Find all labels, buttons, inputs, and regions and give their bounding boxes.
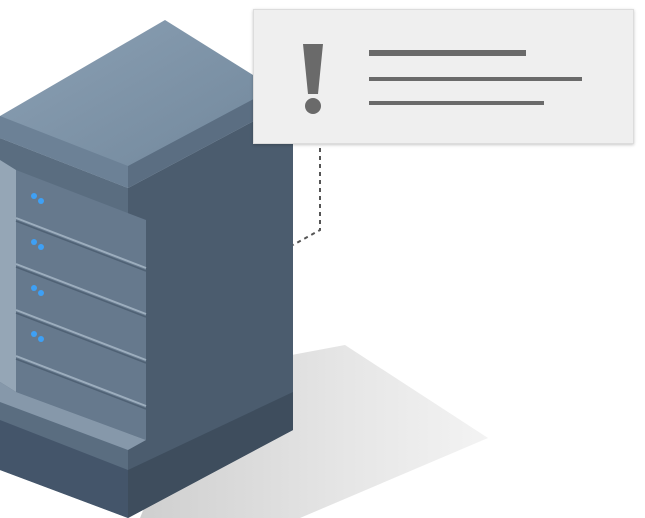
rack-bottom-lip — [0, 382, 146, 450]
placeholder-title-line — [369, 50, 526, 56]
connector-line — [292, 140, 321, 246]
drive-bays — [15, 217, 147, 407]
led-2b — [38, 244, 44, 250]
exclamation-icon — [303, 44, 323, 114]
rack-top-side-bevel — [128, 78, 293, 188]
rack-front-lip — [0, 160, 16, 392]
led-4b — [38, 336, 44, 342]
placeholder-text-line — [369, 77, 582, 81]
rack-right-base — [128, 392, 293, 518]
drive-bay-shadows — [15, 220, 147, 410]
placeholder-text-line — [369, 101, 544, 105]
led-3a — [31, 285, 37, 291]
led-1b — [38, 198, 44, 204]
led-1a — [31, 193, 37, 199]
alert-card — [253, 9, 634, 144]
led-2a — [31, 239, 37, 245]
led-4a — [31, 331, 37, 337]
rack-front-panel — [16, 170, 146, 440]
led-3b — [38, 290, 44, 296]
rack-front-base — [0, 420, 128, 518]
status-leds — [31, 193, 44, 342]
rack-top-bevel — [0, 116, 128, 188]
